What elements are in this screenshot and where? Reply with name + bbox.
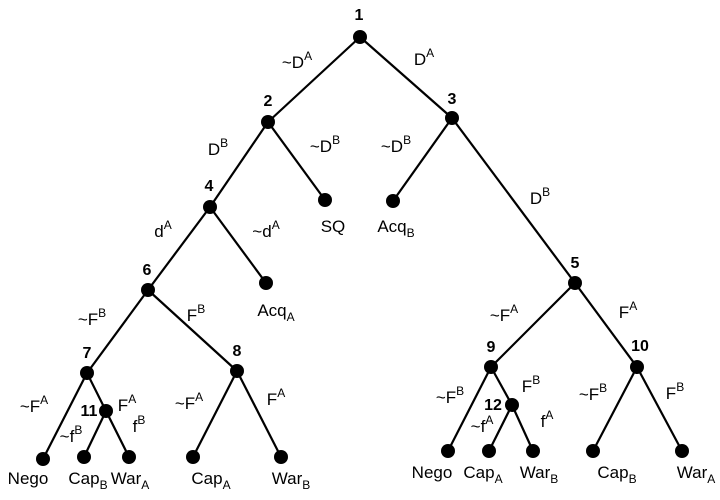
decision-node-10 xyxy=(630,360,644,374)
tree-edge-n11-l_warA1 xyxy=(105,410,130,458)
move-label-e3_5: DB xyxy=(530,185,550,208)
node-number-6: 6 xyxy=(143,262,152,279)
move-label-e6_7: ~FB xyxy=(78,306,106,329)
tree-edge-n6-n7 xyxy=(86,289,149,374)
outcome-label-l_capB2: CapB xyxy=(597,463,636,486)
move-label-e2_4: DB xyxy=(208,136,228,159)
tree-edge-n3-n5 xyxy=(451,117,576,284)
outcome-label-l_capA1: CapA xyxy=(191,469,230,492)
move-label-e2_sq: ~DB xyxy=(310,133,340,156)
tree-edge-n7-l_nego1 xyxy=(42,372,88,460)
terminal-node-l_capB2 xyxy=(586,444,600,458)
node-number-1: 1 xyxy=(355,7,364,24)
terminal-node-l_capA1 xyxy=(186,450,200,464)
move-label-e4_6: dA xyxy=(154,218,171,241)
node-number-9: 9 xyxy=(487,339,496,356)
outcome-label-l_nego1: Nego xyxy=(8,469,49,488)
move-label-e8_cap: ~FA xyxy=(175,390,203,413)
decision-node-12 xyxy=(505,398,519,412)
move-label-e1_2: ~DA xyxy=(282,49,312,72)
tree-edge-n2-n4 xyxy=(209,121,269,208)
move-label-e12_war: fA xyxy=(541,408,554,431)
move-label-e11_cap: ~fB xyxy=(60,423,83,446)
node-number-3: 3 xyxy=(448,91,457,108)
tree-edge-n6-n8 xyxy=(147,289,238,372)
outcome-label-l_warB2: WarB xyxy=(520,463,559,486)
tree-edge-n3-l_acqB xyxy=(392,117,453,202)
move-label-e3_acqB: ~DB xyxy=(381,133,411,156)
terminal-node-l_acqB xyxy=(386,194,400,208)
move-label-e11_war: fB xyxy=(133,413,146,436)
decision-node-1 xyxy=(353,30,367,44)
tree-edge-n10-l_capB2 xyxy=(592,366,638,452)
move-label-e10_war: FB xyxy=(666,380,684,403)
tree-edge-n10-l_warA2 xyxy=(636,366,683,452)
tree-edge-n1-n3 xyxy=(359,36,453,119)
move-label-e7_nego: ~FA xyxy=(20,393,48,416)
tree-edge-n8-l_capA1 xyxy=(192,370,238,458)
node-number-11: 11 xyxy=(81,403,98,420)
outcome-label-l_sq: SQ xyxy=(321,217,346,236)
terminal-node-l_capB1 xyxy=(77,450,91,464)
move-label-e9_12: FB xyxy=(522,373,540,396)
move-label-e5_9: ~FA xyxy=(490,302,518,325)
terminal-node-l_warB2 xyxy=(526,444,540,458)
tree-edge-n9-l_nego2 xyxy=(447,366,492,452)
tree-edge-n5-n10 xyxy=(574,282,638,368)
outcome-label-l_capB1: CapB xyxy=(68,469,107,492)
terminal-node-l_capA2 xyxy=(482,444,496,458)
outcome-label-l_nego2: Nego xyxy=(412,463,453,482)
decision-node-11 xyxy=(99,404,113,418)
move-label-e1_3: DA xyxy=(414,46,434,69)
terminal-node-l_warB1 xyxy=(274,450,288,464)
tree-edge-n8-l_warB1 xyxy=(236,370,282,458)
decision-node-2 xyxy=(261,115,275,129)
decision-node-7 xyxy=(80,366,94,380)
move-label-e9_nego: ~FB xyxy=(436,384,464,407)
outcome-label-l_warB1: WarB xyxy=(272,469,311,492)
decision-node-6 xyxy=(141,283,155,297)
terminal-node-l_warA1 xyxy=(122,450,136,464)
decision-node-3 xyxy=(445,111,459,125)
move-label-e7_11: FA xyxy=(118,392,136,415)
node-number-7: 7 xyxy=(83,345,92,362)
decision-node-4 xyxy=(203,200,217,214)
tree-edge-n4-n6 xyxy=(147,206,211,291)
move-label-e6_8: FB xyxy=(187,302,205,325)
node-number-4: 4 xyxy=(205,178,214,195)
tree-edge-n7-n11 xyxy=(86,372,107,412)
decision-node-5 xyxy=(568,276,582,290)
decision-node-8 xyxy=(230,364,244,378)
move-label-e4_acqA: ~dA xyxy=(252,218,279,241)
tree-edge-n12-l_capA2 xyxy=(488,404,513,452)
terminal-node-l_nego1 xyxy=(36,452,50,466)
tree-edge-n12-l_warB2 xyxy=(510,404,535,452)
move-label-e5_10: FA xyxy=(619,299,637,322)
tree-edge-n1-n2 xyxy=(267,36,361,123)
node-number-12: 12 xyxy=(484,397,502,414)
terminal-node-l_sq xyxy=(318,193,332,207)
outcome-label-l_acqB: AcqB xyxy=(377,217,414,240)
tree-edge-n4-l_acqA xyxy=(209,206,267,284)
node-number-10: 10 xyxy=(631,338,649,355)
move-label-e12_cap: ~fA xyxy=(471,413,494,436)
decision-node-9 xyxy=(484,360,498,374)
outcome-label-l_acqA: AcqA xyxy=(257,301,294,324)
tree-edge-n2-l_sq xyxy=(267,121,326,201)
tree-edge-n9-n12 xyxy=(490,366,513,406)
node-number-5: 5 xyxy=(571,255,580,272)
node-number-8: 8 xyxy=(233,343,242,360)
terminal-node-l_warA2 xyxy=(675,444,689,458)
outcome-label-l_warA2: WarA xyxy=(677,463,716,486)
node-number-2: 2 xyxy=(264,93,273,110)
outcome-label-l_warA1: WarA xyxy=(111,469,150,492)
tree-edge-n11-l_capB1 xyxy=(83,410,107,458)
tree-edge-n5-n9 xyxy=(490,282,576,368)
terminal-node-l_acqA xyxy=(259,276,273,290)
outcome-label-l_capA2: CapA xyxy=(463,463,502,486)
move-label-e10_cap: ~FB xyxy=(579,381,607,404)
move-label-e8_war: FA xyxy=(267,386,285,409)
terminal-node-l_nego2 xyxy=(441,444,455,458)
